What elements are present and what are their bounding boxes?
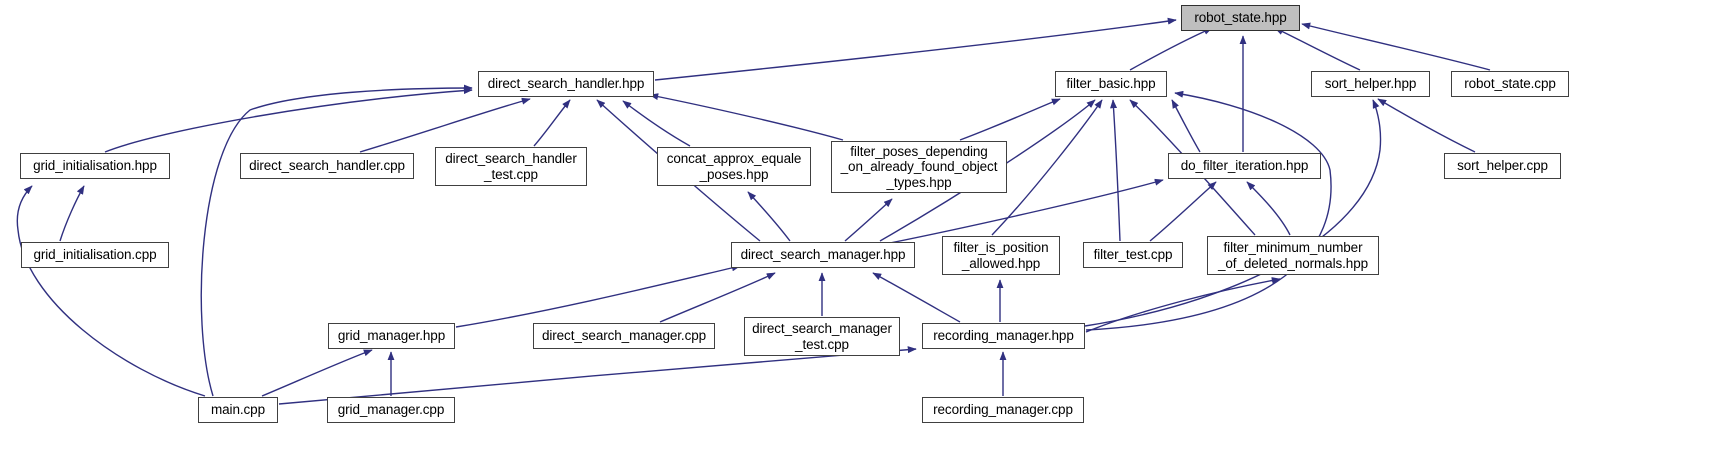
graph-edge — [359, 97, 531, 153]
graph-node-label: concat_approx_equale _poses.hpp — [666, 151, 802, 182]
graph-edge — [16, 185, 206, 397]
graph-edge — [872, 272, 961, 323]
graph-node-grid-manager-cpp[interactable]: grid_manager.cpp — [327, 397, 455, 423]
graph-node-label: filter_test.cpp — [1093, 247, 1173, 263]
graph-node-label: filter_minimum_number _of_deleted_normal… — [1217, 240, 1369, 271]
graph-node-direct-search-manager-cpp[interactable]: direct_search_manager.cpp — [533, 323, 715, 349]
graph-edge — [659, 272, 776, 323]
graph-node-direct-search-manager-test-cpp[interactable]: direct_search_manager _test.cpp — [744, 317, 900, 356]
graph-node-label: main.cpp — [211, 402, 265, 418]
graph-edge — [1085, 277, 1281, 333]
graph-node-direct-search-handler-test-cpp[interactable]: direct_search_handler _test.cpp — [435, 147, 587, 186]
graph-edge — [1301, 22, 1491, 71]
graph-edge — [844, 198, 893, 242]
graph-node-filter-basic-hpp[interactable]: filter_basic.hpp — [1055, 71, 1167, 97]
graph-node-direct-search-handler-hpp[interactable]: direct_search_handler.hpp — [478, 71, 654, 97]
graph-node-label: recording_manager.hpp — [933, 328, 1074, 344]
graph-edge — [1274, 27, 1361, 71]
graph-edge — [278, 346, 917, 405]
graph-node-grid-initialisation-hpp[interactable]: grid_initialisation.hpp — [20, 153, 170, 179]
graph-node-label: direct_search_handler.hpp — [487, 76, 645, 92]
graph-edge — [200, 84, 473, 397]
graph-node-main-cpp[interactable]: main.cpp — [198, 397, 278, 423]
graph-node-label: grid_initialisation.hpp — [33, 158, 157, 174]
graph-node-robot-state-hpp[interactable]: robot_state.hpp — [1181, 5, 1300, 31]
graph-edge — [1129, 27, 1213, 71]
graph-edge — [59, 185, 85, 242]
graph-edge — [1149, 181, 1217, 242]
graph-node-recording-manager-hpp[interactable]: recording_manager.hpp — [922, 323, 1085, 349]
graph-node-sort-helper-cpp[interactable]: sort_helper.cpp — [1444, 153, 1561, 179]
graph-edge — [1377, 98, 1476, 153]
graph-node-filter-poses-depending-hpp[interactable]: filter_poses_depending _on_already_found… — [831, 141, 1007, 193]
graph-node-filter-minimum-number-hpp[interactable]: filter_minimum_number _of_deleted_normal… — [1207, 236, 1379, 275]
graph-edge — [1246, 181, 1291, 236]
graph-node-recording-manager-cpp[interactable]: recording_manager.cpp — [922, 397, 1084, 423]
graph-edge — [1110, 99, 1121, 242]
graph-edge — [991, 99, 1103, 236]
graph-node-robot-state-cpp[interactable]: robot_state.cpp — [1451, 71, 1569, 97]
graph-node-label: direct_search_manager.hpp — [740, 247, 906, 263]
graph-node-direct-search-handler-cpp[interactable]: direct_search_handler.cpp — [240, 153, 414, 179]
graph-node-label: grid_manager.cpp — [337, 402, 445, 418]
graph-node-label: robot_state.cpp — [1464, 76, 1556, 92]
graph-node-concat-approx-equale-poses-hpp[interactable]: concat_approx_equale _poses.hpp — [657, 147, 811, 186]
graph-node-label: filter_is_position _allowed.hpp — [953, 240, 1049, 271]
graph-node-grid-initialisation-cpp[interactable]: grid_initialisation.cpp — [21, 242, 169, 268]
graph-edge — [104, 87, 473, 153]
graph-node-label: sort_helper.hpp — [1324, 76, 1417, 92]
graph-edge — [1171, 99, 1201, 153]
graph-edge — [533, 99, 571, 147]
graph-node-label: direct_search_handler.cpp — [249, 158, 405, 174]
graph-node-label: recording_manager.cpp — [933, 402, 1073, 418]
graph-node-filter-test-cpp[interactable]: filter_test.cpp — [1083, 242, 1183, 268]
graph-node-label: filter_poses_depending _on_already_found… — [840, 143, 998, 190]
graph-node-do-filter-iteration-hpp[interactable]: do_filter_iteration.hpp — [1168, 153, 1321, 179]
graph-edge — [649, 93, 844, 141]
graph-node-sort-helper-hpp[interactable]: sort_helper.hpp — [1311, 71, 1430, 97]
graph-node-label: direct_search_handler _test.cpp — [445, 151, 577, 182]
graph-edge — [959, 98, 1061, 141]
graph-node-label: direct_search_manager _test.cpp — [752, 321, 892, 352]
graph-edge — [747, 191, 791, 242]
graph-node-label: do_filter_iteration.hpp — [1180, 158, 1309, 174]
graph-node-filter-is-position-allowed-hpp[interactable]: filter_is_position _allowed.hpp — [942, 236, 1060, 275]
graph-node-direct-search-manager-hpp[interactable]: direct_search_manager.hpp — [731, 242, 915, 268]
graph-node-label: grid_manager.hpp — [337, 328, 446, 344]
graph-edge — [1084, 99, 1382, 327]
graph-node-grid-manager-hpp[interactable]: grid_manager.hpp — [328, 323, 455, 349]
graph-node-label: sort_helper.cpp — [1457, 158, 1548, 174]
graph-edge — [1085, 90, 1332, 331]
graph-edge — [455, 264, 741, 328]
graph-edge — [261, 349, 373, 397]
graph-node-label: robot_state.hpp — [1194, 10, 1287, 26]
graph-node-label: grid_initialisation.cpp — [33, 247, 157, 263]
graph-node-label: direct_search_manager.cpp — [541, 328, 707, 344]
graph-edge — [622, 100, 691, 147]
graph-node-label: filter_basic.hpp — [1066, 76, 1156, 92]
